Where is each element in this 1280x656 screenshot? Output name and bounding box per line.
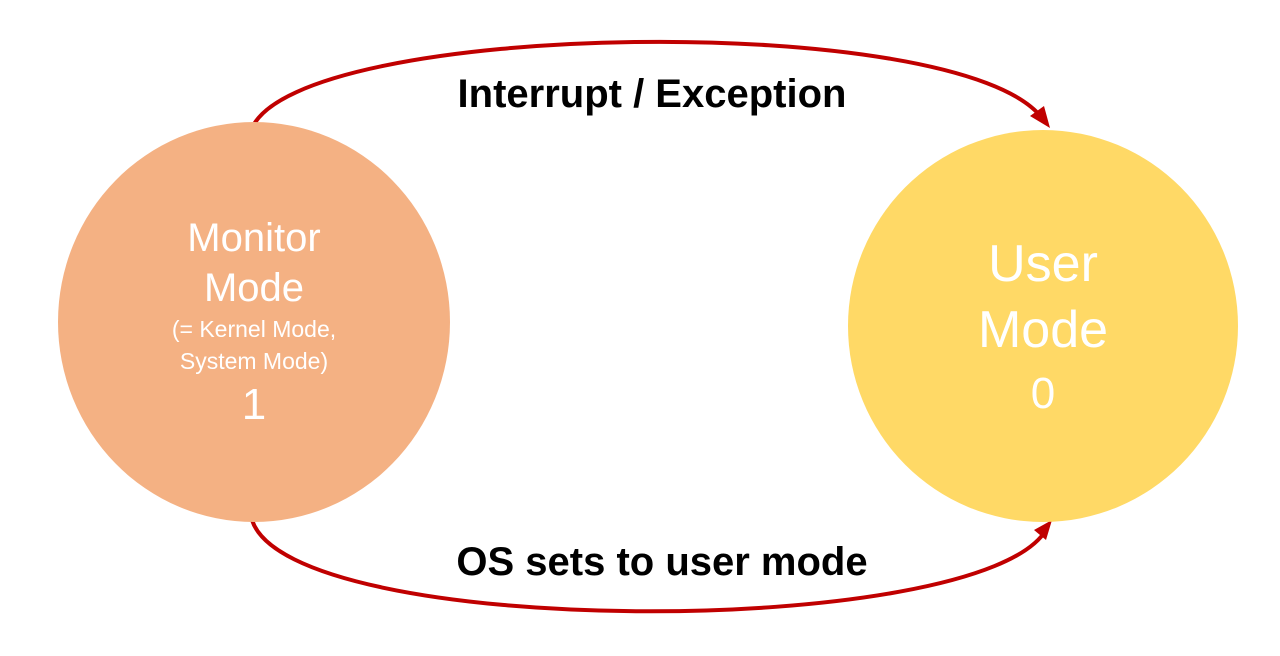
arrowhead-os-sets-user-mode bbox=[1034, 520, 1052, 540]
monitor-mode-state: Monitor Mode (= Kernel Mode, System Mode… bbox=[58, 122, 450, 522]
user-mode-title-line1: User bbox=[988, 235, 1098, 293]
monitor-mode-title-line1: Monitor bbox=[187, 216, 321, 260]
user-mode-bit: 0 bbox=[1030, 369, 1056, 418]
arrow-os-sets-user-mode bbox=[250, 519, 1048, 614]
monitor-mode-title-line2: Mode bbox=[203, 266, 305, 310]
monitor-mode-alias-line1: (= Kernel Mode, bbox=[171, 316, 337, 342]
monitor-mode-alias-line2: System Mode) bbox=[179, 348, 329, 374]
arrow-interrupt-exception bbox=[250, 39, 1044, 129]
user-mode-state: User Mode 0 bbox=[848, 130, 1238, 522]
monitor-mode-bit: 1 bbox=[241, 380, 267, 429]
arrowhead-interrupt-exception bbox=[1030, 106, 1050, 128]
user-mode-title-line2: Mode bbox=[977, 301, 1109, 359]
transition-label-interrupt-exception: Interrupt / Exception bbox=[457, 72, 847, 116]
transition-label-os-sets-user-mode: OS sets to user mode bbox=[456, 540, 868, 584]
